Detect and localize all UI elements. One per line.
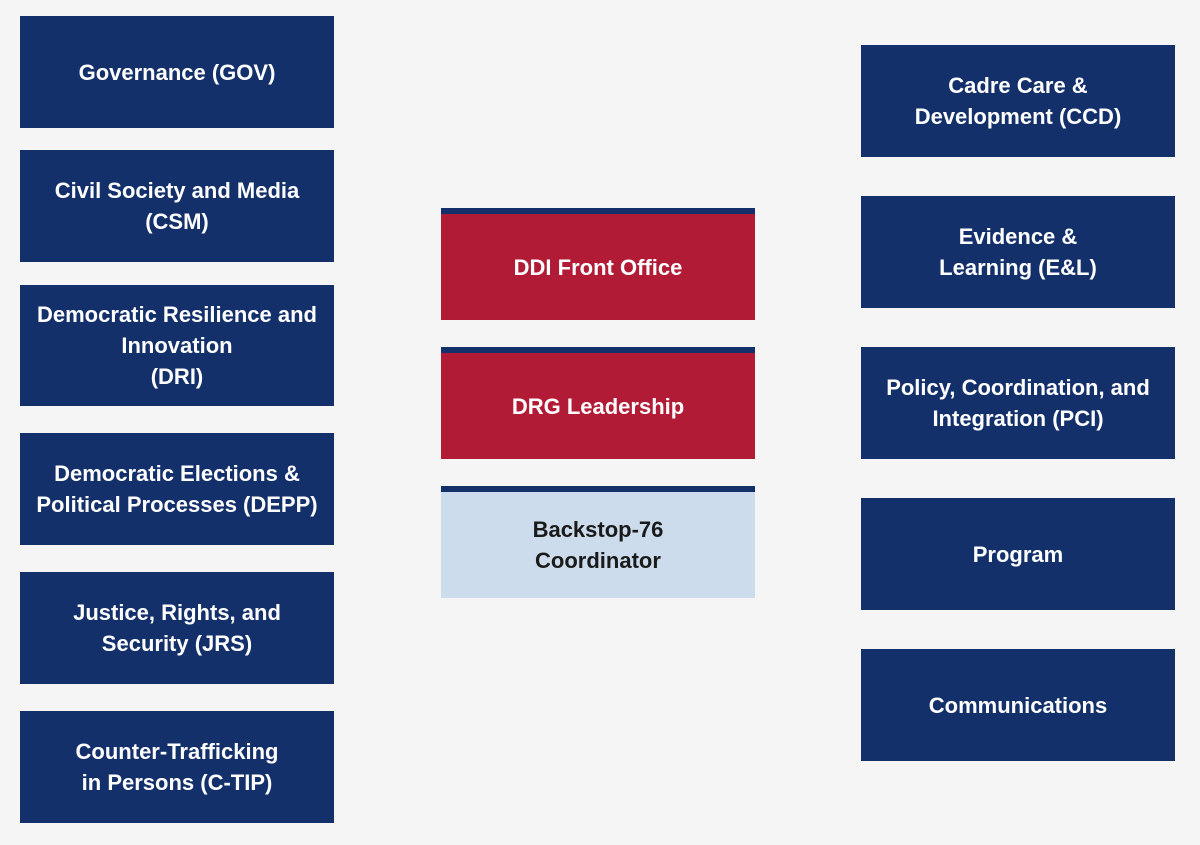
box-policy-coordination-integration: Policy, Coordination, and Integration (P… (861, 347, 1175, 459)
box-cadre-care-development: Cadre Care & Development (CCD) (861, 45, 1175, 157)
box-drg-leadership: DRG Leadership (441, 347, 755, 459)
box-counter-trafficking-label: Counter-Trafficking in Persons (C-TIP) (75, 739, 279, 795)
box-ddi-front-office-label: DDI Front Office (513, 254, 683, 280)
box-evidence-learning-label: Evidence & Learning (E&L) (939, 224, 1097, 280)
box-justice-rights-security: Justice, Rights, and Security (JRS) (20, 572, 334, 684)
box-program-label: Program (972, 541, 1064, 567)
box-backstop-76-coordinator-label: Backstop-76 Coordinator (532, 517, 664, 573)
box-democratic-resilience-label: Democratic Resilience and Innovation (DR… (36, 302, 317, 389)
box-civil-society-media-label: Civil Society and Media (CSM) (54, 178, 300, 234)
box-communications-label: Communications (928, 692, 1108, 718)
box-program: Program (861, 498, 1175, 610)
box-communications: Communications (861, 649, 1175, 761)
box-ddi-front-office: DDI Front Office (441, 208, 755, 320)
box-civil-society-media: Civil Society and Media (CSM) (20, 150, 334, 262)
box-democratic-elections-label: Democratic Elections & Political Process… (36, 461, 318, 517)
box-policy-coordination-integration-label: Policy, Coordination, and Integration (P… (886, 375, 1150, 431)
box-counter-trafficking: Counter-Trafficking in Persons (C-TIP) (20, 711, 334, 823)
box-democratic-elections: Democratic Elections & Political Process… (20, 433, 334, 545)
box-cadre-care-development-label: Cadre Care & Development (CCD) (914, 73, 1122, 129)
box-backstop-76-coordinator: Backstop-76 Coordinator (441, 486, 755, 598)
box-evidence-learning: Evidence & Learning (E&L) (861, 196, 1175, 308)
box-democratic-resilience: Democratic Resilience and Innovation (DR… (20, 285, 334, 406)
box-governance: Governance (GOV) (20, 16, 334, 128)
box-justice-rights-security-label: Justice, Rights, and Security (JRS) (73, 600, 281, 656)
box-governance-label: Governance (GOV) (78, 59, 276, 85)
box-drg-leadership-label: DRG Leadership (511, 393, 685, 419)
